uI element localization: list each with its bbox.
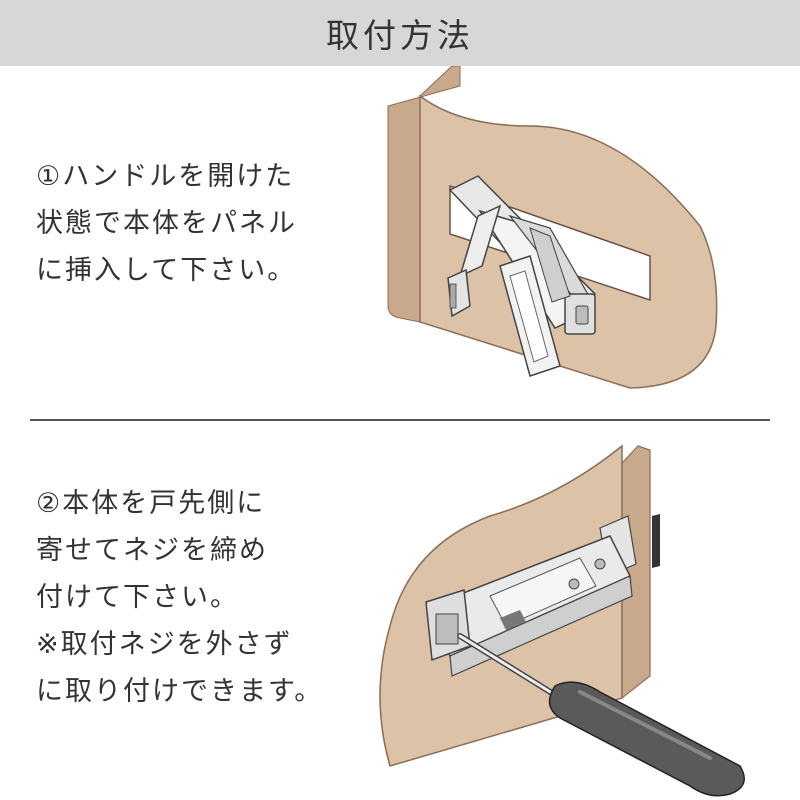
screwdriver <box>457 633 745 797</box>
step-2-line: ②本体を戸先側に <box>36 488 266 519</box>
step-2-line: 寄せてネジを締め <box>36 535 268 566</box>
latch-body <box>425 535 633 677</box>
step-1-instructions: ①ハンドルを開けた 状態で本体をパネル に挿入して下さい。 <box>36 153 297 294</box>
page-title: 取付方法 <box>326 16 474 55</box>
step-2-line: 付けて下さい。 <box>36 582 239 613</box>
step-2-line: に取り付けできます。 <box>36 676 324 707</box>
header-bar: 取付方法 <box>0 0 800 66</box>
step-2-line: ※取付ネジを外さず <box>36 629 293 660</box>
step-1-illustration <box>387 66 718 389</box>
step-1-line: 状態で本体をパネル <box>36 208 297 239</box>
step-1-line: に挿入して下さい。 <box>36 255 297 286</box>
step-1-line: ①ハンドルを開けた <box>36 161 295 192</box>
latch-handle <box>447 204 561 377</box>
step-2-illustration <box>379 444 745 797</box>
step-2-instructions: ②本体を戸先側に 寄せてネジを締め 付けて下さい。 ※取付ネジを外さず に取り付… <box>36 480 323 715</box>
section-divider <box>30 419 770 421</box>
